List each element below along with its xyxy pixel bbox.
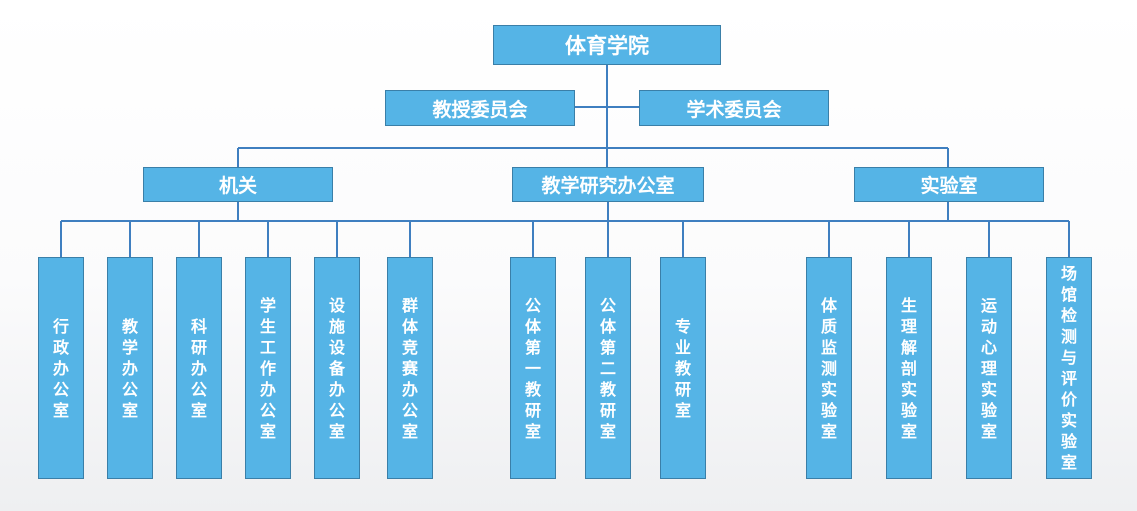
unit-facilities-office: 设施设备办公室 bbox=[314, 257, 360, 479]
unit-major-section: 专业教研室 bbox=[660, 257, 706, 479]
root-node: 体育学院 bbox=[493, 25, 721, 65]
unit-teaching-office: 教学办公室 bbox=[107, 257, 153, 479]
unit-sports-competition-office: 群体竞赛办公室 bbox=[387, 257, 433, 479]
unit-admin-office: 行政办公室 bbox=[38, 257, 84, 479]
committee-academic: 学术委员会 bbox=[639, 90, 829, 126]
unit-research-office: 科研办公室 bbox=[176, 257, 222, 479]
unit-fitness-lab: 体质监测实验室 bbox=[806, 257, 852, 479]
unit-physiology-anatomy-lab: 生理解剖实验室 bbox=[886, 257, 932, 479]
unit-venue-testing-lab: 场馆检测与评价实验室 bbox=[1046, 257, 1092, 479]
unit-sport-psychology-lab: 运动心理实验室 bbox=[966, 257, 1012, 479]
dept-teaching-research: 教学研究办公室 bbox=[512, 167, 704, 202]
unit-pe-section-2: 公体第二教研室 bbox=[585, 257, 631, 479]
unit-pe-section-1: 公体第一教研室 bbox=[510, 257, 556, 479]
unit-student-affairs-office: 学生工作办公室 bbox=[245, 257, 291, 479]
dept-administration: 机关 bbox=[143, 167, 333, 202]
committee-professors: 教授委员会 bbox=[385, 90, 575, 126]
dept-laboratories: 实验室 bbox=[854, 167, 1044, 202]
